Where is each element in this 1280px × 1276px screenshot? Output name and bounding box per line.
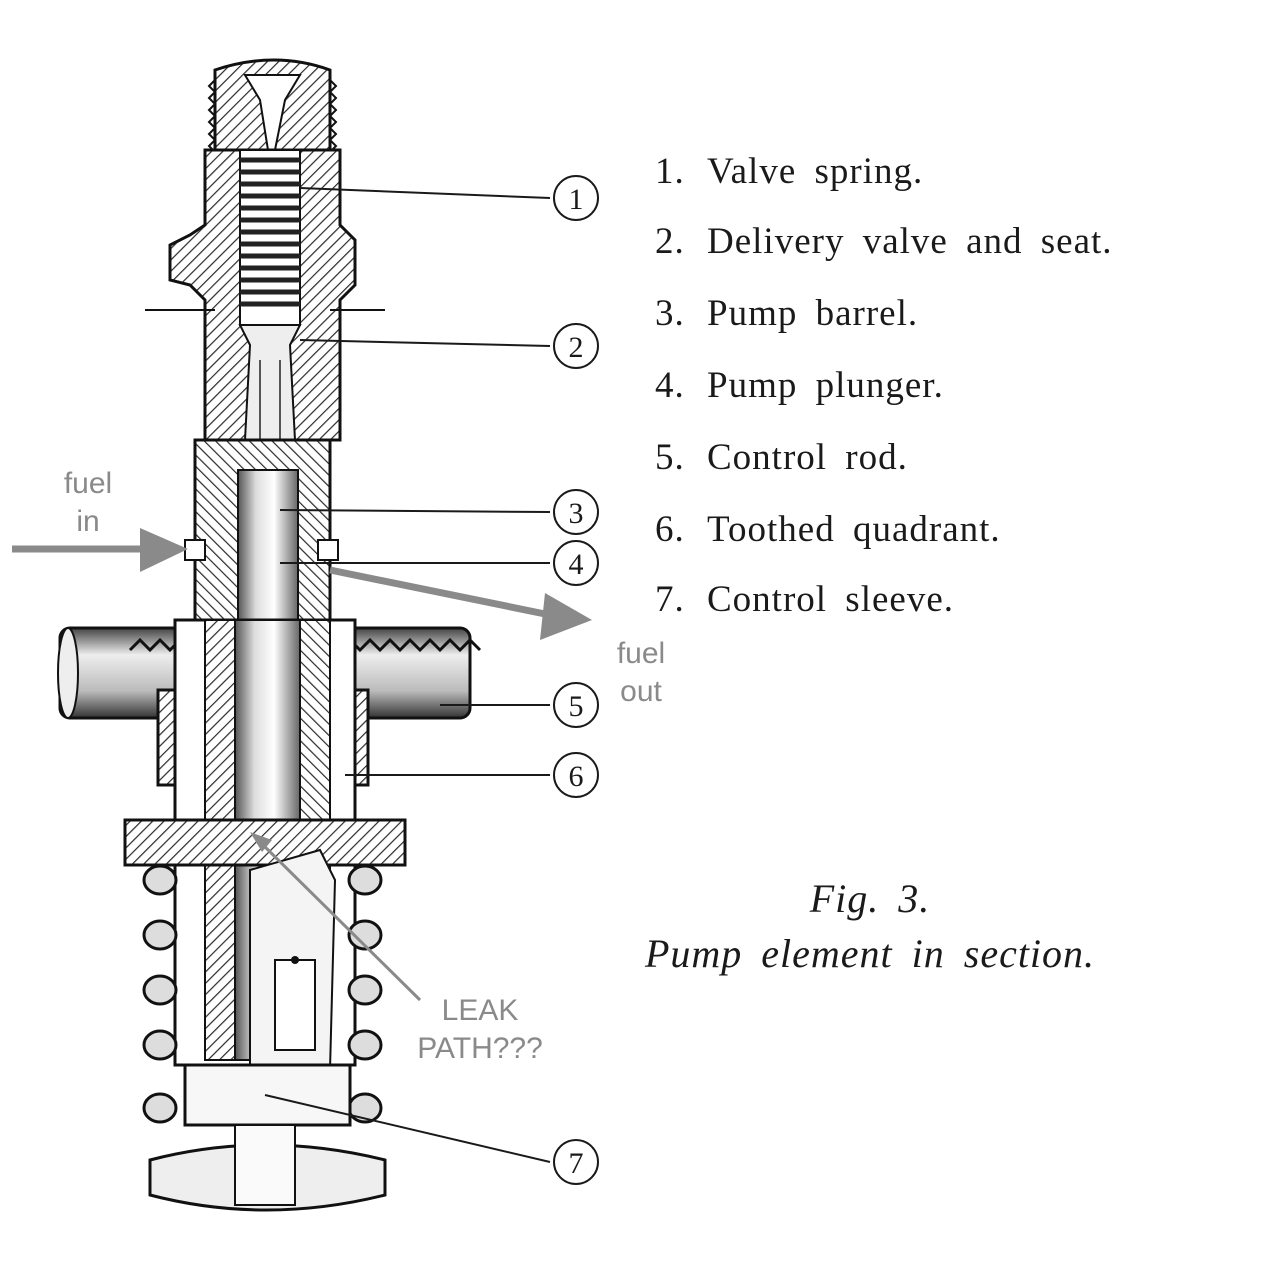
legend-number: 6.	[655, 509, 685, 550]
callouts: 1 2 3 4 5 6 7	[553, 175, 599, 1185]
callout-5: 5	[553, 682, 599, 728]
svg-text:6: 6	[569, 760, 584, 793]
fuel-out-line-2: out	[620, 675, 662, 708]
fuel-in-line-2: in	[76, 505, 100, 538]
svg-text:3: 3	[569, 497, 584, 530]
valve-holder	[145, 148, 385, 442]
figure-caption: Fig. 3. Pump element in section.	[590, 872, 1150, 982]
legend-number: 3.	[655, 293, 685, 334]
svg-text:4: 4	[569, 548, 584, 581]
callout-4: 4	[553, 540, 599, 586]
leak-path-arrow	[250, 832, 422, 1002]
delivery-union	[207, 58, 338, 153]
legend-label: Valve spring.	[707, 151, 924, 192]
legend-item: 5. Control rod.	[655, 436, 908, 479]
legend-label: Pump plunger.	[707, 365, 944, 406]
callout-3: 3	[553, 489, 599, 535]
legend-number: 7.	[655, 579, 685, 620]
callout-2: 2	[553, 323, 599, 369]
leader-lines	[264, 187, 551, 1163]
legend-number: 1.	[655, 151, 685, 192]
legend-item: 7. Control sleeve.	[655, 578, 954, 621]
leak-path-line-2: PATH???	[417, 1032, 543, 1065]
legend-item: 3. Pump barrel.	[655, 292, 918, 335]
svg-text:2: 2	[569, 331, 584, 364]
fuel-out-label: fuel out	[604, 635, 678, 711]
plunger-return-spring	[142, 864, 383, 1124]
leak-path-label: LEAK PATH???	[398, 992, 562, 1068]
legend-item: 2. Delivery valve and seat.	[655, 220, 1113, 263]
legend-number: 5.	[655, 437, 685, 478]
callout-6: 6	[553, 752, 599, 798]
legend-label: Pump barrel.	[707, 293, 919, 334]
fuel-out-line-1: fuel	[616, 637, 666, 670]
legend-label: Control sleeve.	[707, 579, 955, 620]
legend-label: Toothed quadrant.	[707, 509, 1001, 550]
legend-number: 4.	[655, 365, 685, 406]
legend-item: 4. Pump plunger.	[655, 364, 944, 407]
svg-text:5: 5	[569, 690, 584, 723]
legend-label: Control rod.	[707, 437, 908, 478]
fuel-in-line-1: fuel	[63, 467, 113, 500]
fuel-in-arrow	[12, 528, 188, 572]
leak-path-line-1: LEAK	[441, 994, 519, 1027]
valve-spring	[239, 157, 301, 307]
figure-number: Fig. 3.	[809, 876, 931, 921]
legend-item: 6. Toothed quadrant.	[655, 508, 1001, 551]
pump-barrel	[184, 438, 339, 622]
figure-title: Pump element in section.	[644, 931, 1096, 976]
legend-number: 2.	[655, 221, 685, 262]
spring-seat	[148, 1063, 387, 1212]
fuel-out-arrow	[329, 566, 592, 640]
fuel-in-label: fuel in	[50, 465, 126, 541]
legend-item: 1. Valve spring.	[655, 150, 923, 193]
callout-7: 7	[553, 1139, 599, 1185]
svg-text:1: 1	[569, 183, 584, 216]
legend-label: Delivery valve and seat.	[707, 221, 1113, 262]
svg-text:7: 7	[569, 1147, 584, 1180]
delivery-valve	[238, 324, 302, 441]
callout-1: 1	[553, 175, 599, 221]
